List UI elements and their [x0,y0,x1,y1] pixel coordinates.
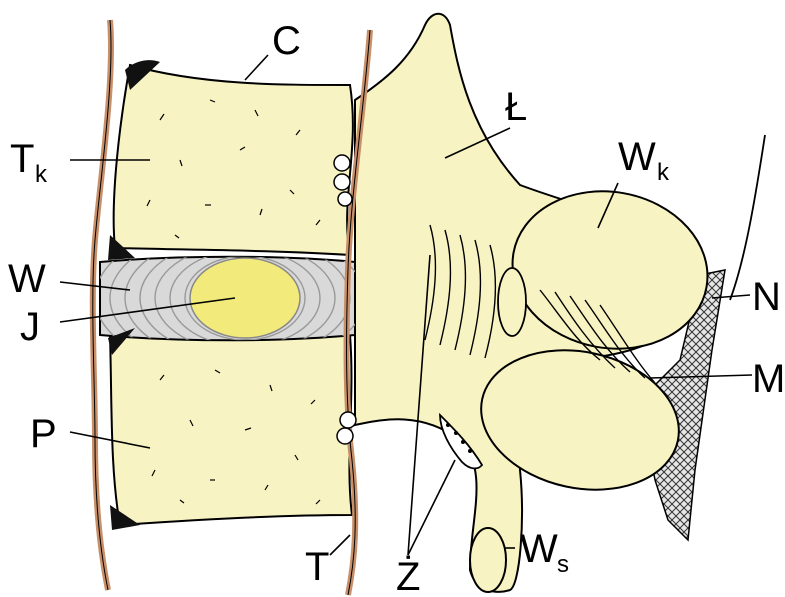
label-t: T [305,545,329,589]
label-wk: W [618,135,656,179]
label-m: M [752,357,785,401]
label-z: Ż [396,554,420,597]
label-j: J [20,305,40,349]
label-p: P [30,412,57,456]
label-c: C [272,19,301,63]
lower-vertebral-body [110,333,352,525]
label-ws: W [520,527,558,571]
label-ws-sub: s [557,551,569,578]
label-w: W [8,257,46,301]
spinous-tip [470,528,506,592]
label-l: Ł [505,85,527,129]
label-n: N [752,275,781,319]
foramen-oval [498,268,526,336]
nucleus-pulposus [190,258,300,338]
label-tk-sub: k [35,161,48,188]
label-wk-sub: k [657,159,670,186]
label-tk: T [10,137,34,181]
